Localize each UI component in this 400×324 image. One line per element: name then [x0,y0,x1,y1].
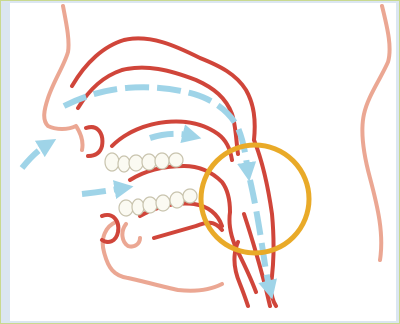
tooth-icon [156,195,170,211]
tooth-icon [105,153,119,171]
tooth-icon [143,197,157,213]
chin-skin-outline [122,224,140,247]
tooth-icon [155,153,169,169]
tooth-icon [132,199,144,215]
tooth-icon [170,192,184,208]
tooth-icon [183,189,197,203]
airflow-arrow-icon [22,144,48,168]
airflow-arrow-icon [150,134,192,138]
tooth-icon [129,155,143,171]
upper-lip-outline [86,127,102,156]
upper-teeth [105,153,183,172]
tooth-icon [119,200,133,216]
tooth-icon [142,154,156,170]
tooth-icon [169,153,183,167]
tooth-icon [118,156,130,172]
airflow-arrow-icon [82,188,124,194]
back-of-neck-outline [362,6,389,260]
